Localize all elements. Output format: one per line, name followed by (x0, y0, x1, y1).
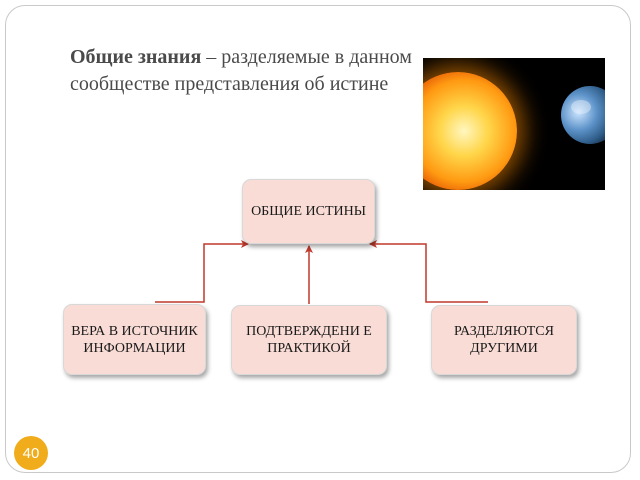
connector-right (369, 240, 488, 303)
box-shared-by-others: РАЗДЕЛЯЮТСЯ ДРУГИМИ (431, 305, 577, 375)
slide-title-rest: – разделяемые в данном сообществе предст… (70, 46, 412, 95)
connector-left (155, 240, 249, 303)
slide-title-bold: Общие знания (70, 46, 202, 68)
page-number-badge: 40 (14, 436, 48, 470)
sun-image (423, 72, 517, 190)
box-belief-in-source: ВЕРА В ИСТОЧНИК ИНФОРМАЦИИ (63, 304, 206, 375)
box-common-truths: ОБЩИЕ ИСТИНЫ (242, 179, 375, 244)
box-belief-in-source-label: ВЕРА В ИСТОЧНИК ИНФОРМАЦИИ (71, 323, 198, 356)
slide-title: Общие знания – разделяемые в данном сооб… (70, 44, 420, 98)
earth-image (561, 86, 605, 144)
box-confirmed-by-practice: ПОДТВЕРЖДЕНИ Е ПРАКТИКОЙ (231, 305, 387, 375)
box-shared-by-others-label: РАЗДЕЛЯЮТСЯ ДРУГИМИ (454, 324, 554, 356)
box-confirmed-by-practice-label: ПОДТВЕРЖДЕНИ Е ПРАКТИКОЙ (246, 324, 372, 356)
sun-earth-photo (423, 58, 605, 190)
page-number: 40 (22, 444, 40, 462)
box-common-truths-label: ОБЩИЕ ИСТИНЫ (251, 204, 366, 219)
